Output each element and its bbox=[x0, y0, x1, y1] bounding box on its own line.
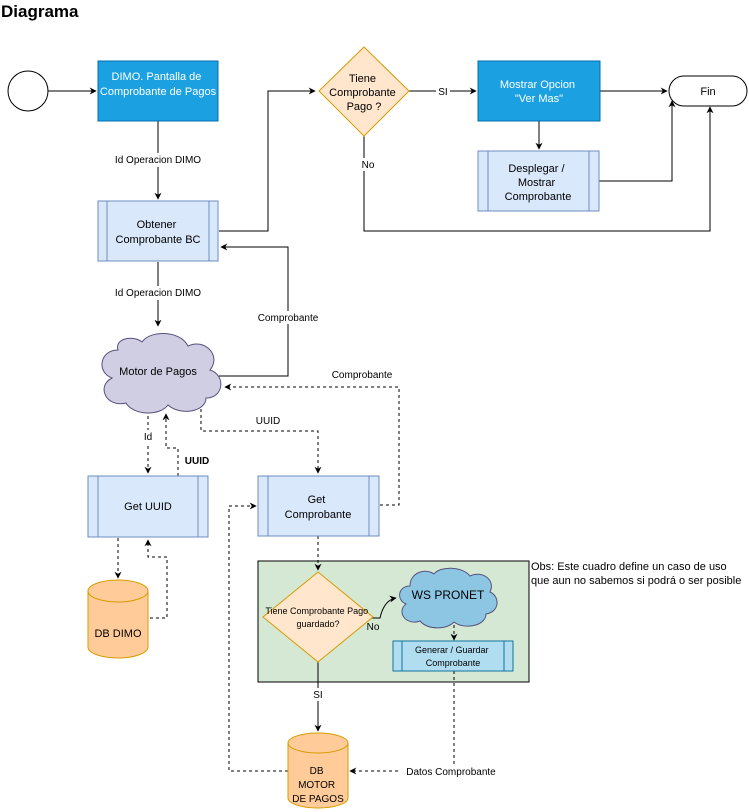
mostrar-opcion-line-2: "Ver Mas" bbox=[515, 93, 563, 105]
db-dimo-label: DB DIMO bbox=[94, 628, 142, 640]
start-node bbox=[7, 70, 49, 112]
edge-label-id-operacion-1: Id Operacion DIMO bbox=[115, 155, 201, 166]
motor-pagos-label: Motor de Pagos bbox=[119, 366, 197, 378]
obtener-bc-line-2: Comprobante BC bbox=[116, 234, 201, 246]
desplegar-line-3: Comprobante bbox=[505, 191, 572, 203]
db-motor-line-3: DE PAGOS bbox=[292, 794, 344, 805]
edge-generar-to-dbmotor bbox=[349, 671, 455, 775]
desplegar-label: Desplegar / Mostrar Comprobante bbox=[505, 163, 572, 203]
edge-label-comprobante-1: Comprobante bbox=[258, 313, 319, 324]
edge-label-uuid-bold: UUID bbox=[185, 456, 209, 467]
get-comprobante-process bbox=[257, 475, 380, 537]
fin-label: Fin bbox=[700, 86, 715, 98]
obtener-bc-label: Obtener Comprobante BC bbox=[116, 219, 201, 246]
edge-label-comprobante-2: Comprobante bbox=[332, 370, 393, 381]
get-uuid-label: Get UUID bbox=[124, 501, 172, 513]
generar-guardar-process bbox=[392, 640, 514, 672]
tiene-comprobante-line-2: Comprobante bbox=[329, 87, 396, 99]
page-title: Diagrama bbox=[1, 2, 79, 21]
edge-label-uuid: UUID bbox=[256, 416, 280, 427]
edge-dbmotor-to-getcomp bbox=[228, 502, 288, 772]
tiene-comprobante-label: Tiene Comprobante Pago ? bbox=[329, 73, 399, 113]
tiene-comprobante-decision bbox=[318, 46, 410, 137]
get-uuid-process bbox=[87, 475, 209, 538]
dimo-screen-line-1: DIMO. Pantalla de bbox=[112, 71, 202, 83]
mostrar-opcion-label: Mostrar Opcion "Ver Mas" bbox=[500, 79, 578, 105]
ws-pronet-cloud bbox=[399, 567, 498, 629]
motor-pagos-cloud bbox=[101, 333, 222, 414]
edge-label-si-top: SI bbox=[438, 87, 447, 98]
dimo-screen-label: DIMO. Pantalla de Comprobante de Pagos bbox=[100, 71, 217, 98]
tiene-guardado-decision bbox=[262, 571, 374, 663]
edge-label-si-bottom: SI bbox=[313, 690, 322, 701]
tiene-comprobante-line-3: Pago ? bbox=[347, 101, 382, 113]
desplegar-process bbox=[477, 150, 600, 212]
ws-pronet-label: WS PRONET bbox=[412, 588, 485, 602]
tiene-guardado-line-2: guardado? bbox=[296, 619, 339, 629]
get-comprobante-label: Get Comprobante bbox=[285, 494, 352, 521]
edge-desplegar-to-fin bbox=[599, 100, 676, 182]
get-comprobante-line-1: Get bbox=[308, 494, 326, 506]
obtener-bc-line-1: Obtener bbox=[137, 219, 177, 231]
edge-decision-no bbox=[363, 106, 714, 232]
observation-note: Obs: Este cuadro define un caso de uso q… bbox=[531, 561, 742, 587]
edge-tiene-to-ws bbox=[370, 595, 397, 619]
obtener-bc-process bbox=[97, 200, 219, 262]
generar-guardar-line-2: Comprobante bbox=[426, 658, 481, 668]
edge-label-id-operacion-2: Id Operacion DIMO bbox=[115, 288, 201, 299]
generar-guardar-line-1: Generar / Guardar bbox=[415, 645, 489, 655]
edge-label-id: Id bbox=[144, 432, 152, 443]
db-motor-line-1: DB bbox=[310, 766, 324, 777]
get-comprobante-line-2: Comprobante bbox=[285, 509, 352, 521]
tiene-guardado-label: Tiene Comprobante Pago guardado? bbox=[265, 606, 370, 629]
db-motor-line-2: MOTOR bbox=[298, 780, 335, 791]
tiene-guardado-line-1: Tiene Comprobante Pago bbox=[265, 606, 368, 616]
edge-obtener-to-decision bbox=[219, 87, 316, 232]
desplegar-line-2: Mostrar bbox=[518, 177, 556, 189]
db-motor-label: DB MOTOR DE PAGOS bbox=[292, 766, 344, 805]
dimo-screen-box bbox=[97, 60, 219, 122]
tiene-comprobante-line-1: Tiene bbox=[349, 73, 376, 85]
dimo-screen-line-2: Comprobante de Pagos bbox=[100, 86, 217, 98]
edge-label-no-top: No bbox=[362, 160, 375, 171]
desplegar-line-1: Desplegar / bbox=[508, 163, 565, 175]
edge-getuuid-to-motor bbox=[162, 413, 179, 476]
generar-guardar-label: Generar / Guardar Comprobante bbox=[415, 645, 491, 668]
edge-getcomp-to-motor bbox=[224, 383, 400, 506]
fin-terminal bbox=[668, 75, 748, 107]
db-dimo-cylinder bbox=[87, 579, 149, 659]
db-motor-cylinder bbox=[287, 732, 349, 809]
edge-label-datos-comprobante: Datos Comprobante bbox=[406, 767, 496, 778]
edge-label-no-bottom: No bbox=[367, 622, 380, 633]
edge-motor-to-getcomp bbox=[200, 403, 322, 474]
edge-dbdimo-to-getuuid bbox=[144, 539, 168, 619]
mostrar-opcion-box bbox=[477, 60, 601, 122]
mostrar-opcion-line-1: Mostrar Opcion bbox=[500, 79, 575, 91]
